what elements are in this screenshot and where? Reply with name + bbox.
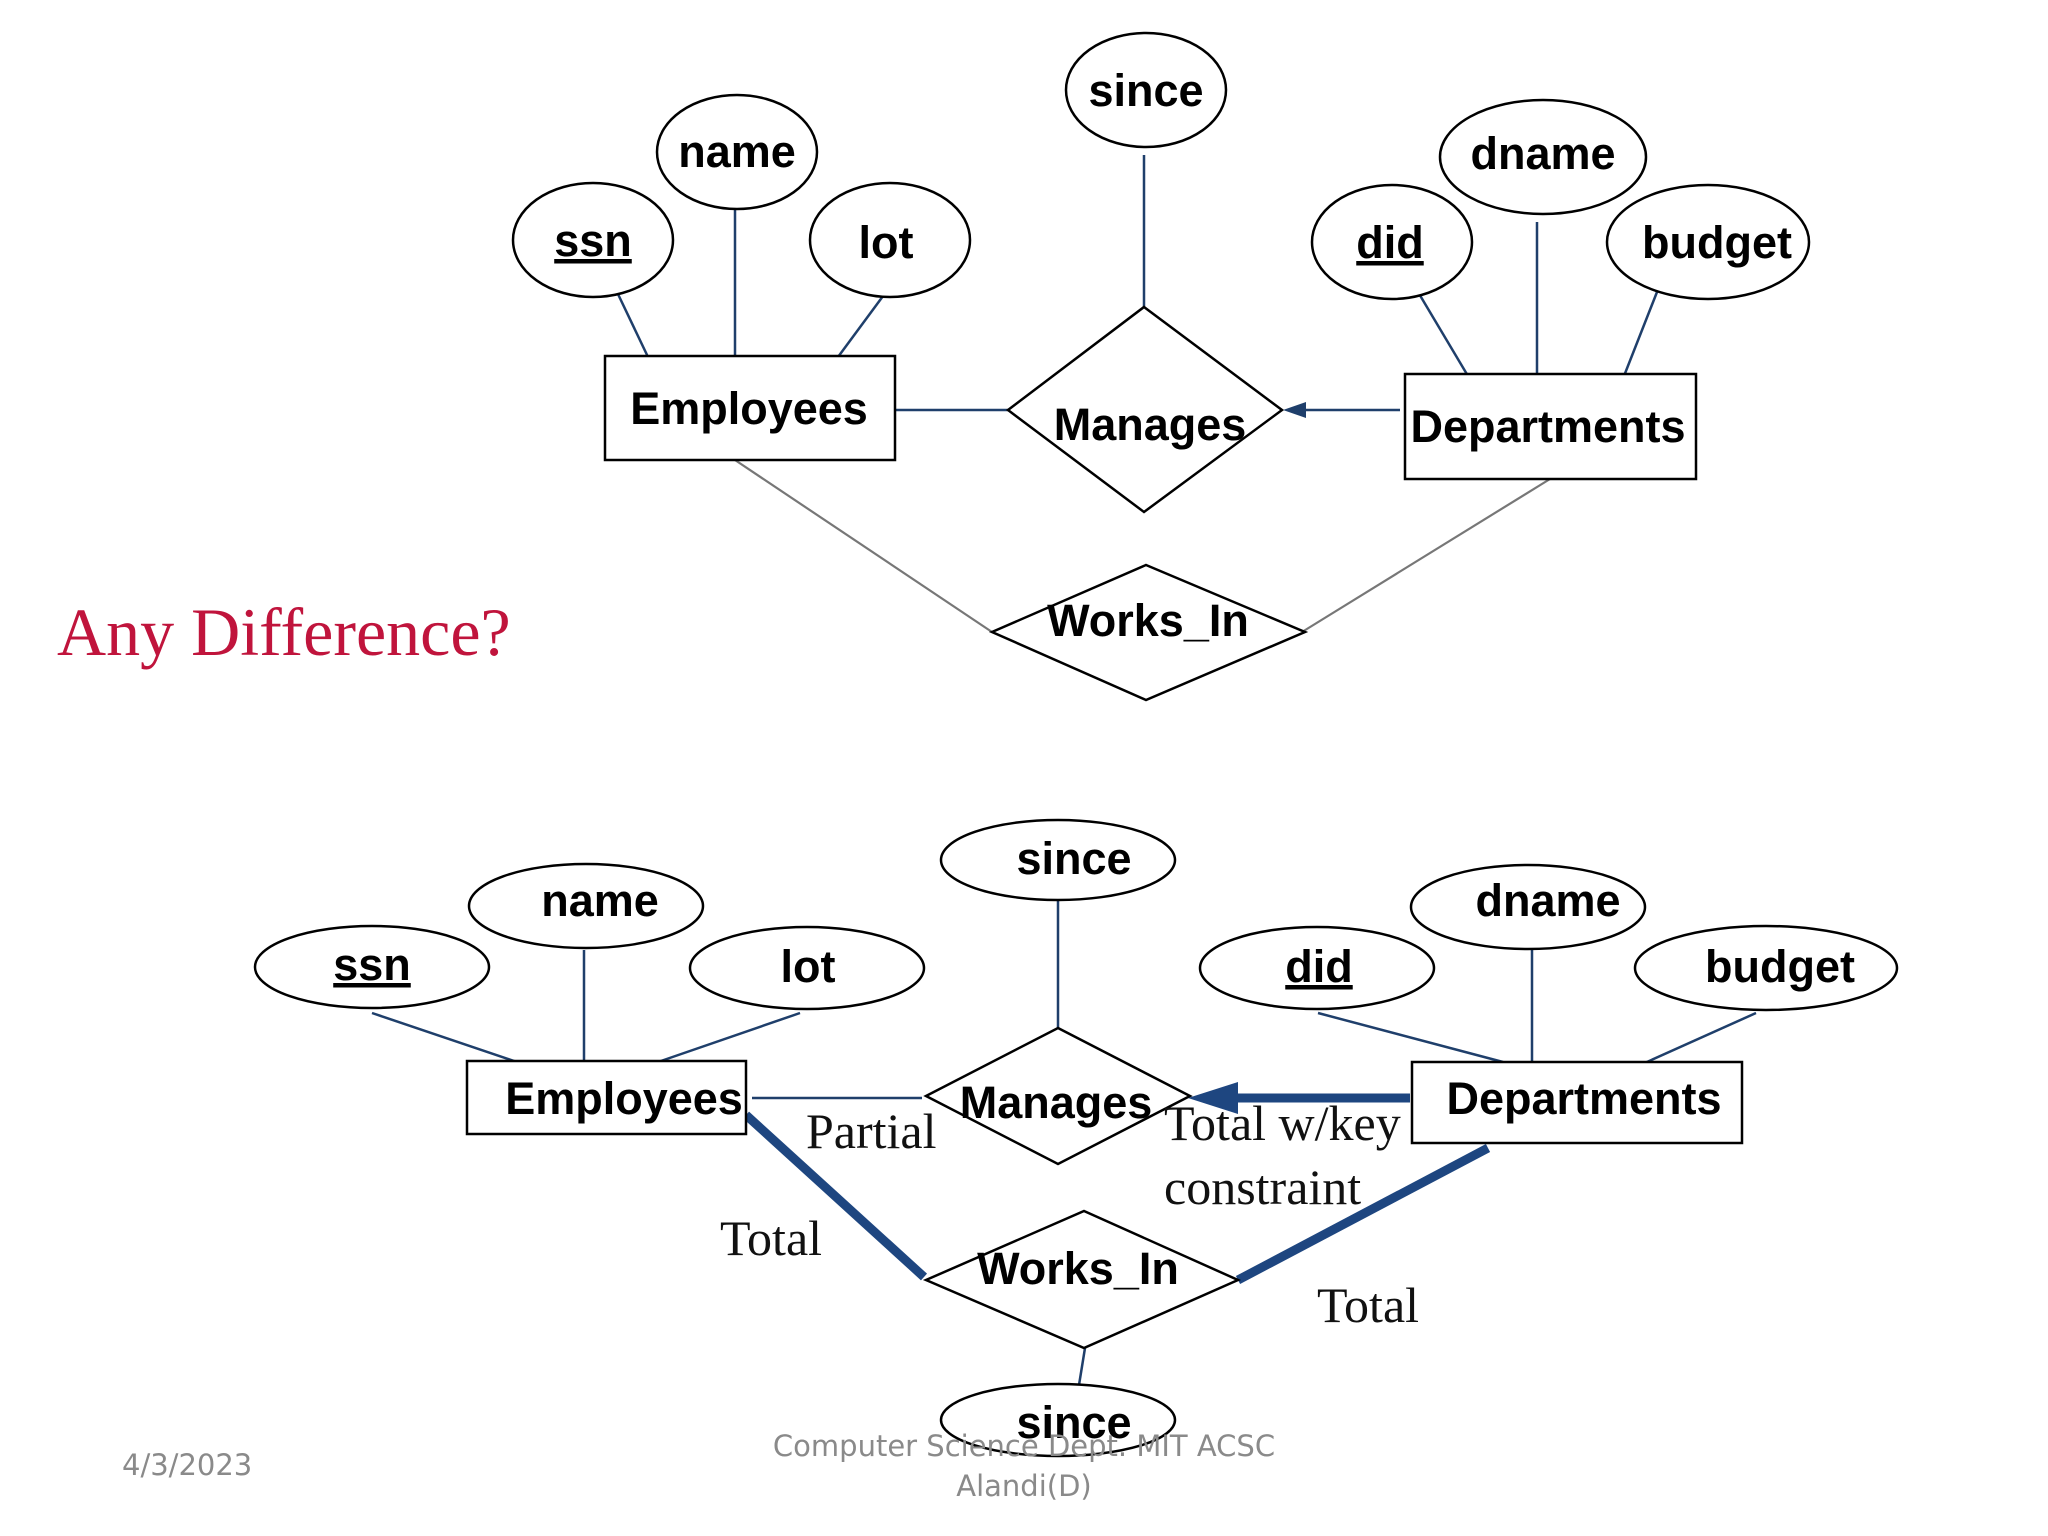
bottom-attr-budget: budget xyxy=(1633,924,1899,1012)
bottom-diagram: ssn name lot since did dname budget xyxy=(253,818,1899,1458)
top-attr-dname: dname xyxy=(1438,98,1648,216)
top-entity-departments: Departments xyxy=(1403,372,1698,481)
annotation-total-key-line2: constraint xyxy=(1164,1159,1361,1215)
bottom-budget-connector xyxy=(1637,1011,1757,1068)
bottom-employees-label: Employees xyxy=(505,1073,743,1124)
bottom-attr-ssn: ssn xyxy=(253,924,491,1010)
bottom-did-label: did xyxy=(1285,941,1352,992)
top-attr-ssn: ssn xyxy=(511,181,675,299)
top-since-label: since xyxy=(1088,65,1203,116)
bottom-attr-since-works-in: since xyxy=(939,1382,1177,1458)
top-attr-budget: budget xyxy=(1605,183,1811,301)
top-did-connector xyxy=(1416,291,1470,377)
top-attr-lot: lot xyxy=(808,181,972,299)
bottom-works-in-since-connector xyxy=(1077,1347,1087,1386)
top-rel-works-in: Works_In xyxy=(988,563,1309,702)
top-budget-connector xyxy=(1622,291,1659,377)
top-ssn-connector xyxy=(615,291,650,358)
bottom-budget-label: budget xyxy=(1705,941,1855,992)
annotation-total-key-line1: Total w/key xyxy=(1164,1095,1401,1151)
annotation-total-left: Total xyxy=(720,1210,822,1266)
bottom-rel-manages: Manages xyxy=(923,1026,1193,1166)
top-departments-label: Departments xyxy=(1410,401,1685,452)
bottom-manages-label: Manages xyxy=(960,1077,1153,1128)
top-lot-connector xyxy=(836,291,888,358)
bottom-since-works-in-label: since xyxy=(1016,1397,1131,1448)
top-departments-works-in-line xyxy=(1301,478,1551,633)
bottom-rel-works-in: Works_In xyxy=(922,1209,1242,1350)
footer: 4/3/2023 Computer Science Dept. MIT ACSC… xyxy=(122,1429,1275,1503)
top-rel-manages: Manages xyxy=(1005,305,1285,514)
bottom-attr-lot: lot xyxy=(688,925,926,1011)
bottom-departments-works-in-thick-line xyxy=(1235,1144,1491,1284)
top-works-in-label: Works_In xyxy=(1047,595,1249,646)
top-attr-did: did xyxy=(1310,183,1474,301)
bottom-attr-did: did xyxy=(1198,925,1436,1011)
top-entity-employees: Employees xyxy=(603,354,897,462)
top-dname-label: dname xyxy=(1470,128,1615,179)
top-lot-label: lot xyxy=(859,217,914,268)
bottom-employees-works-in-thick-line xyxy=(742,1111,928,1281)
annotation-partial: Partial xyxy=(806,1103,937,1159)
top-budget-label: budget xyxy=(1642,217,1792,268)
bottom-manages-arrowhead xyxy=(1188,1082,1238,1114)
bottom-ssn-label: ssn xyxy=(333,939,411,990)
footer-dept-line1: Computer Science Dept. MIT ACSC xyxy=(773,1429,1275,1463)
bottom-works-in-label: Works_In xyxy=(977,1243,1179,1294)
top-manages-label: Manages xyxy=(1054,399,1247,450)
top-manages-arrowhead xyxy=(1283,402,1306,418)
top-works-in-lines xyxy=(734,459,1551,633)
bottom-name-label: name xyxy=(541,875,659,926)
bottom-attr-dname: dname xyxy=(1409,863,1647,951)
bottom-did-connector xyxy=(1317,1011,1504,1064)
slide-title: Any Difference? xyxy=(57,594,511,670)
bottom-entity-employees: Employees xyxy=(465,1059,748,1136)
top-attr-since: since xyxy=(1064,31,1228,149)
top-name-label: name xyxy=(678,126,796,177)
top-ssn-label: ssn xyxy=(554,215,632,266)
bottom-lot-label: lot xyxy=(781,941,836,992)
top-employees-label: Employees xyxy=(630,383,868,434)
bottom-entity-departments: Departments xyxy=(1410,1060,1744,1145)
top-diagram: ssn name lot since did dname budget xyxy=(511,31,1811,702)
bottom-ssn-connector xyxy=(371,1011,518,1064)
bottom-connectors xyxy=(371,898,1757,1386)
annotation-total-right: Total xyxy=(1317,1277,1419,1333)
bottom-attr-since-manages: since xyxy=(939,818,1177,902)
footer-date: 4/3/2023 xyxy=(122,1448,252,1482)
bottom-dname-label: dname xyxy=(1475,875,1620,926)
bottom-departments-label: Departments xyxy=(1446,1073,1721,1124)
bottom-attr-name: name xyxy=(467,862,705,950)
footer-dept-line2: Alandi(D) xyxy=(956,1469,1091,1503)
top-did-label: did xyxy=(1356,217,1423,268)
top-connectors xyxy=(615,155,1659,412)
bottom-since-manages-label: since xyxy=(1016,833,1131,884)
bottom-thick-lines xyxy=(742,1093,1491,1284)
top-attr-name: name xyxy=(655,93,819,211)
bottom-lot-connector xyxy=(657,1011,801,1064)
top-employees-works-in-line xyxy=(734,459,993,633)
